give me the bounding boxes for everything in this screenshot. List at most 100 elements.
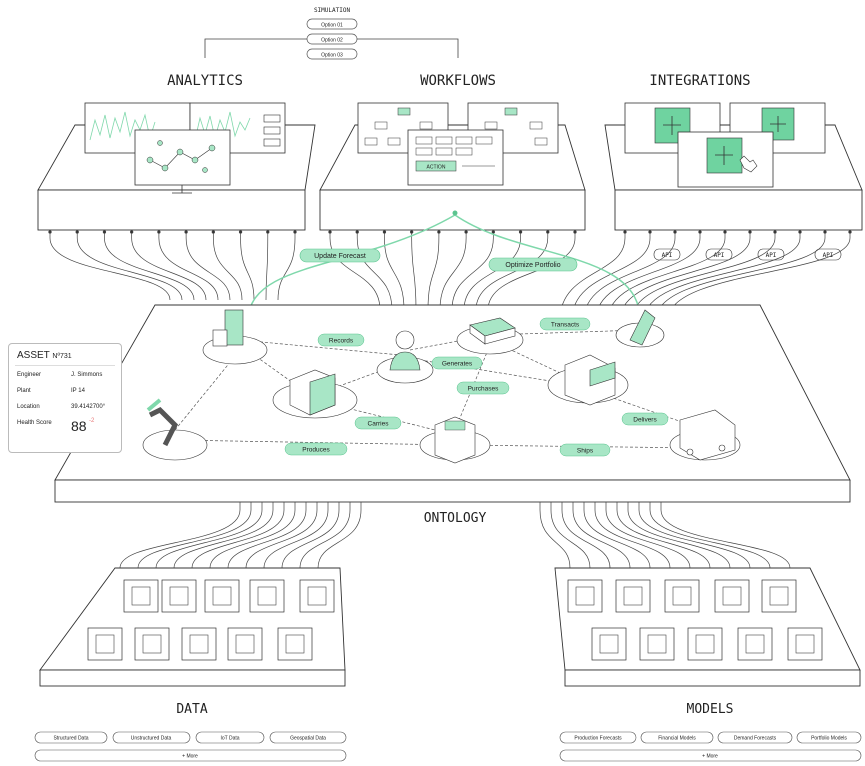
action-curves xyxy=(247,214,641,321)
model-pills: Production Forecasts Financial Models De… xyxy=(559,731,862,762)
cable xyxy=(240,230,255,301)
tile-icon xyxy=(95,634,115,654)
tile-icon xyxy=(235,634,255,654)
workflow-action-label: ACTION xyxy=(427,165,446,171)
tile-icon xyxy=(599,634,619,654)
cable xyxy=(317,502,362,569)
tile-icon xyxy=(189,634,209,654)
payment-card-icon xyxy=(629,309,656,346)
api-label-1: API xyxy=(662,252,673,259)
cable xyxy=(595,230,701,321)
data-more-button[interactable] xyxy=(34,749,347,762)
cable xyxy=(439,230,467,311)
data-pill-structured-label: Structured Data xyxy=(53,736,88,742)
data-pill-geospatial[interactable] xyxy=(269,731,347,744)
tile xyxy=(249,579,285,613)
cable-connector xyxy=(355,230,359,234)
cable xyxy=(607,230,726,321)
produces-pill[interactable] xyxy=(284,442,348,456)
integrations-title: INTEGRATIONS xyxy=(649,73,750,89)
ontology-objects xyxy=(142,309,741,464)
cable xyxy=(619,230,751,321)
tile xyxy=(567,579,603,613)
optimize-portfolio-pill[interactable] xyxy=(488,257,578,272)
update-forecast-pill[interactable] xyxy=(299,248,381,263)
model-pill-demand[interactable] xyxy=(717,731,793,744)
cable xyxy=(299,502,351,569)
cable-connector xyxy=(773,230,777,234)
model-pill-financial[interactable] xyxy=(640,731,714,744)
transacts-label: Transacts xyxy=(551,322,580,329)
cable xyxy=(583,230,676,321)
analytics-monitors xyxy=(84,102,286,194)
simulation-title: SIMULATION xyxy=(314,7,351,14)
models-more-label: + More xyxy=(702,754,718,760)
generates-label: Generates xyxy=(442,361,473,368)
tile-icon xyxy=(257,586,277,606)
asset-title-text: ASSET xyxy=(17,350,50,361)
simulation-option-1-pill[interactable] xyxy=(306,18,358,30)
cable-connector xyxy=(464,230,468,234)
transacts-pill[interactable] xyxy=(539,317,591,331)
tile xyxy=(134,627,170,661)
ships-label: Ships xyxy=(577,448,594,455)
model-pill-production[interactable] xyxy=(559,731,637,744)
cable-connector xyxy=(75,230,79,234)
records-label: Records xyxy=(329,338,354,345)
model-pill-production-label: Production Forecasts xyxy=(574,736,622,742)
tile-icon xyxy=(672,586,692,606)
data-pills: Structured Data Unstructured Data IoT Da… xyxy=(34,731,347,762)
models-more-button[interactable] xyxy=(559,749,862,762)
purchases-pill[interactable] xyxy=(456,381,510,395)
data-pill-unstructured[interactable] xyxy=(112,731,191,744)
records-pill[interactable] xyxy=(317,333,365,347)
cable xyxy=(451,230,494,311)
carries-pill[interactable] xyxy=(354,416,402,430)
ships-pill[interactable] xyxy=(559,443,611,457)
model-pill-financial-label: Financial Models xyxy=(658,736,696,742)
api-label-4: API xyxy=(823,252,834,259)
data-pill-iot[interactable] xyxy=(195,731,265,744)
cable xyxy=(605,502,691,569)
produces-label: Produces xyxy=(302,447,330,454)
generates-pill[interactable] xyxy=(431,356,483,370)
cable xyxy=(265,230,269,301)
tile xyxy=(299,579,335,613)
simulation-option-3-pill[interactable] xyxy=(306,48,358,60)
cable xyxy=(539,502,571,569)
update-forecast-label: Update Forecast xyxy=(314,253,366,260)
asset-row-value: IP 14 xyxy=(71,388,85,394)
cable-connector xyxy=(102,230,107,234)
tile-icon xyxy=(142,634,162,654)
simulation-group: SIMULATION Option 01 Option 02 Option 03 xyxy=(204,7,459,60)
model-tiles xyxy=(567,579,823,661)
data-pill-structured[interactable] xyxy=(34,731,108,744)
tile xyxy=(591,627,627,661)
cable-connector xyxy=(238,230,243,234)
cable xyxy=(583,502,651,569)
workflow-action-button[interactable] xyxy=(415,160,457,172)
asset-title: ASSET Nº731 xyxy=(17,350,72,361)
cable xyxy=(572,502,631,569)
cable xyxy=(155,502,263,569)
data-pill-iot-label: IoT Data xyxy=(220,736,239,742)
tile xyxy=(87,627,123,661)
api-label-2: API xyxy=(714,252,725,259)
cable-connector xyxy=(698,230,702,234)
robot-arm-icon xyxy=(148,406,179,447)
model-pill-portfolio[interactable] xyxy=(796,731,862,744)
asset-row-location: Location 39.4142700° xyxy=(17,404,115,416)
cable xyxy=(649,502,771,569)
models-title: MODELS xyxy=(687,702,734,717)
workflows-title: WORKFLOWS xyxy=(420,73,496,89)
cable xyxy=(245,502,318,569)
asset-card[interactable]: ASSET Nº731 Engineer J. Simmons Plant IP… xyxy=(8,343,122,453)
cable-connector xyxy=(573,230,577,234)
cable-connector xyxy=(491,230,495,234)
delivers-pill[interactable] xyxy=(621,412,669,426)
asset-number: Nº731 xyxy=(52,353,72,360)
tile xyxy=(664,579,700,613)
cable xyxy=(104,230,195,301)
cable-connector xyxy=(823,230,827,234)
